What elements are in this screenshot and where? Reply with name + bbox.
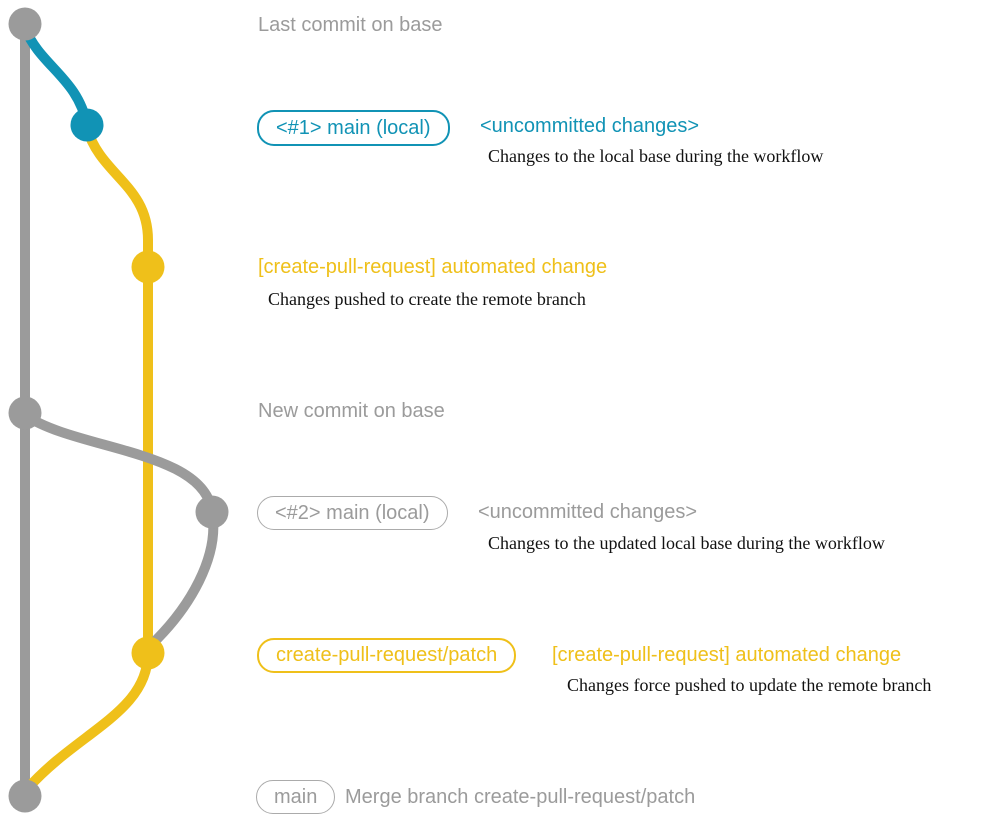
commit1-message: <uncommitted changes>	[480, 115, 700, 137]
commit-dot-automated-change-2	[131, 636, 165, 670]
commit-dot-local-main-2	[195, 495, 229, 529]
push1-message: [create-pull-request] automated change	[258, 256, 608, 278]
commit-dot-merge	[8, 779, 42, 813]
updated-base-branch-line	[20, 410, 219, 651]
commit2-description: Changes to the updated local base during…	[488, 533, 885, 553]
branch-badge-patch: create-pull-request/patch	[257, 638, 517, 673]
branch-badge-main-local-2: <#2> main (local)	[257, 496, 448, 530]
push2-description: Changes force pushed to update the remot…	[567, 675, 932, 695]
local-main-branch-line	[20, 23, 92, 130]
merge-message: Merge branch create-pull-request/patch	[345, 786, 696, 808]
push2-message: [create-pull-request] automated change	[552, 644, 902, 666]
last-commit-label: Last commit on base	[258, 14, 443, 36]
commit-dot-local-main-1	[70, 108, 104, 142]
new-commit-label: New commit on base	[258, 400, 445, 422]
commit1-description: Changes to the local base during the wor…	[488, 146, 824, 166]
branch-badge-main: main	[256, 780, 336, 814]
patch-branch-line	[23, 123, 153, 793]
commit2-message: <uncommitted changes>	[478, 501, 698, 523]
commit-dot-new-base	[8, 396, 42, 430]
commit-dot-last-base	[8, 7, 42, 41]
commit-dot-automated-change-1	[131, 250, 165, 284]
push1-description: Changes pushed to create the remote bran…	[268, 289, 586, 309]
git-graph	[8, 7, 229, 813]
branch-badge-main-local-1: <#1> main (local)	[257, 110, 450, 146]
